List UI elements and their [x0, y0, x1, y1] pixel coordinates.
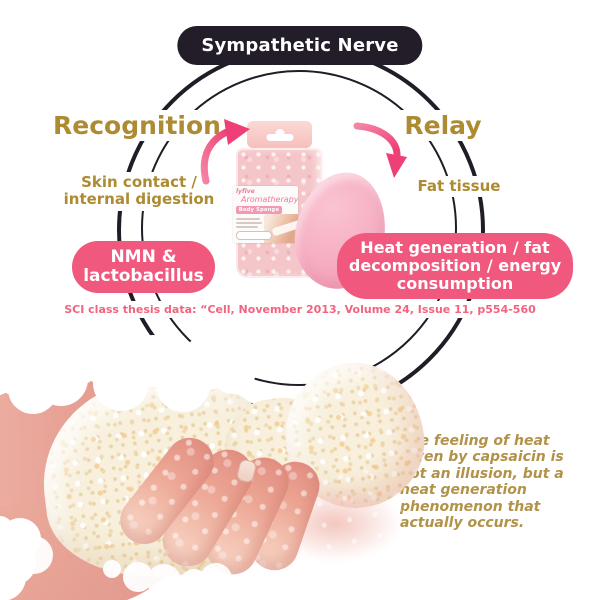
cycle-circle-inner [141, 70, 457, 386]
quote-line: given by capsaicin is [400, 449, 564, 466]
recognition-title: Recognition [46, 110, 228, 141]
label-text-bar [236, 218, 260, 220]
product-band: Body Sponge [236, 206, 282, 214]
quote-line: phenomenon that [400, 498, 541, 515]
soap-foam [103, 560, 121, 578]
quote-line: actually occurs. [400, 515, 525, 532]
quote-line: The feeling of heat [400, 433, 550, 449]
heat-badge-line3: consumption [396, 273, 514, 293]
nmn-badge-line2: lactobacillus [83, 266, 204, 286]
label-text-bar [236, 222, 262, 224]
recognition-desc-line1: Skin contact / [81, 173, 197, 191]
soap-foam [10, 350, 40, 380]
product-brand: lyfive [236, 188, 255, 195]
fat-tissue-label: Fat tissue [411, 176, 507, 198]
heat-badge-line1: Heat generation / fat [360, 238, 550, 258]
hang-slot-icon [266, 134, 293, 141]
citation-text: SCI class thesis data: “Cell, November 2… [56, 301, 544, 318]
package-hang-card [247, 121, 312, 148]
capsaicin-quote: The feeling of heat given by capsaicin i… [400, 433, 565, 531]
recognition-desc: Skin contact / internal digestion [57, 172, 221, 211]
quote-line: not an illusion, but a [400, 465, 564, 482]
sympathetic-nerve-badge: Sympathetic Nerve [177, 26, 423, 65]
soap-foam [0, 516, 13, 542]
nmn-badge-line1: NMN & [110, 246, 177, 267]
nmn-lactobacillus-badge: NMN & lactobacillus [72, 241, 215, 293]
hand-sponge-photo [0, 338, 432, 600]
package-label: lyfive Aromatherapy Body Sponge [233, 186, 298, 243]
label-text-bar [236, 226, 258, 228]
label-bottom-pill [236, 231, 272, 240]
heat-generation-badge: Heat generation / fat decomposition / en… [337, 233, 573, 299]
product-name: Aromatherapy [241, 195, 298, 204]
hang-hole-icon [275, 129, 284, 138]
recognition-desc-line2: internal digestion [63, 190, 215, 209]
heat-badge-line2: decomposition / energy [348, 256, 562, 276]
relay-title: Relay [397, 110, 489, 141]
quote-line: heat generation [400, 482, 527, 499]
